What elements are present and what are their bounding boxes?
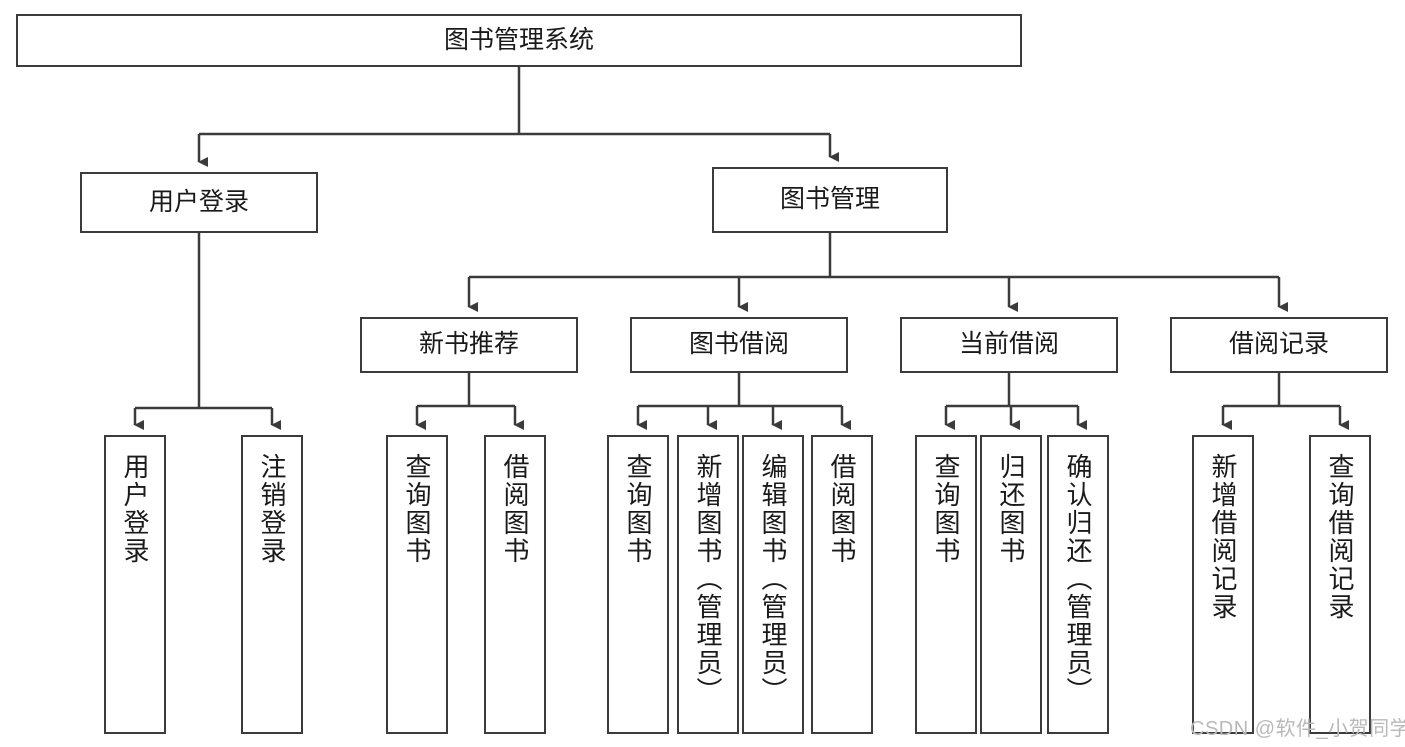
node-label: 确认归还（管理员） [1063,453,1093,705]
leaf-borrow-book-recommend[interactable]: 借阅图书 [484,435,546,734]
node-label: 编辑图书（管理员） [758,453,788,705]
leaf-edit-book-admin[interactable]: 编辑图书（管理员） [742,435,804,734]
leaf-query-book-current[interactable]: 查询图书 [915,435,977,734]
node-label: 查询图书 [623,453,653,565]
node-current-borrow[interactable]: 当前借阅 [900,317,1118,373]
node-label: 用户登录 [148,187,249,216]
leaf-query-borrow-record[interactable]: 查询借阅记录 [1309,435,1371,734]
node-label: 新增图书（管理员） [693,453,723,705]
node-label: 查询图书 [402,453,432,565]
watermark: CSDN @软件_小贺同学 [1190,718,1405,740]
leaf-confirm-return-admin[interactable]: 确认归还（管理员） [1047,435,1109,734]
node-borrow-record[interactable]: 借阅记录 [1170,317,1388,373]
node-label: 查询借阅记录 [1325,453,1355,621]
node-user-login[interactable]: 用户登录 [80,172,318,233]
node-root-system[interactable]: 图书管理系统 [16,14,1022,67]
node-label: 注销登录 [257,453,287,565]
node-label: 新书推荐 [418,330,519,359]
leaf-user-login[interactable]: 用户登录 [104,435,166,734]
node-book-management[interactable]: 图书管理 [712,167,948,233]
node-label: 当前借阅 [958,330,1059,359]
node-label: 归还图书 [996,453,1026,565]
node-new-book-recommend[interactable]: 新书推荐 [360,317,578,373]
leaf-return-book[interactable]: 归还图书 [980,435,1042,734]
leaf-add-borrow-record[interactable]: 新增借阅记录 [1192,435,1254,734]
node-label: 图书管理 [779,185,880,214]
node-label: 新增借阅记录 [1208,453,1238,621]
node-label: 用户登录 [120,453,150,565]
leaf-borrow-book[interactable]: 借阅图书 [811,435,873,734]
leaf-query-book-recommend[interactable]: 查询图书 [386,435,448,734]
node-label: 借阅记录 [1228,330,1329,359]
node-label: 图书管理系统 [443,25,594,54]
leaf-add-book-admin[interactable]: 新增图书（管理员） [677,435,739,734]
leaf-query-book[interactable]: 查询图书 [607,435,669,734]
node-label: 图书借阅 [688,330,789,359]
node-label: 借阅图书 [827,453,857,565]
node-label: 借阅图书 [500,453,530,565]
node-label: 查询图书 [931,453,961,565]
leaf-logout[interactable]: 注销登录 [241,435,303,734]
node-book-borrow[interactable]: 图书借阅 [630,317,848,373]
